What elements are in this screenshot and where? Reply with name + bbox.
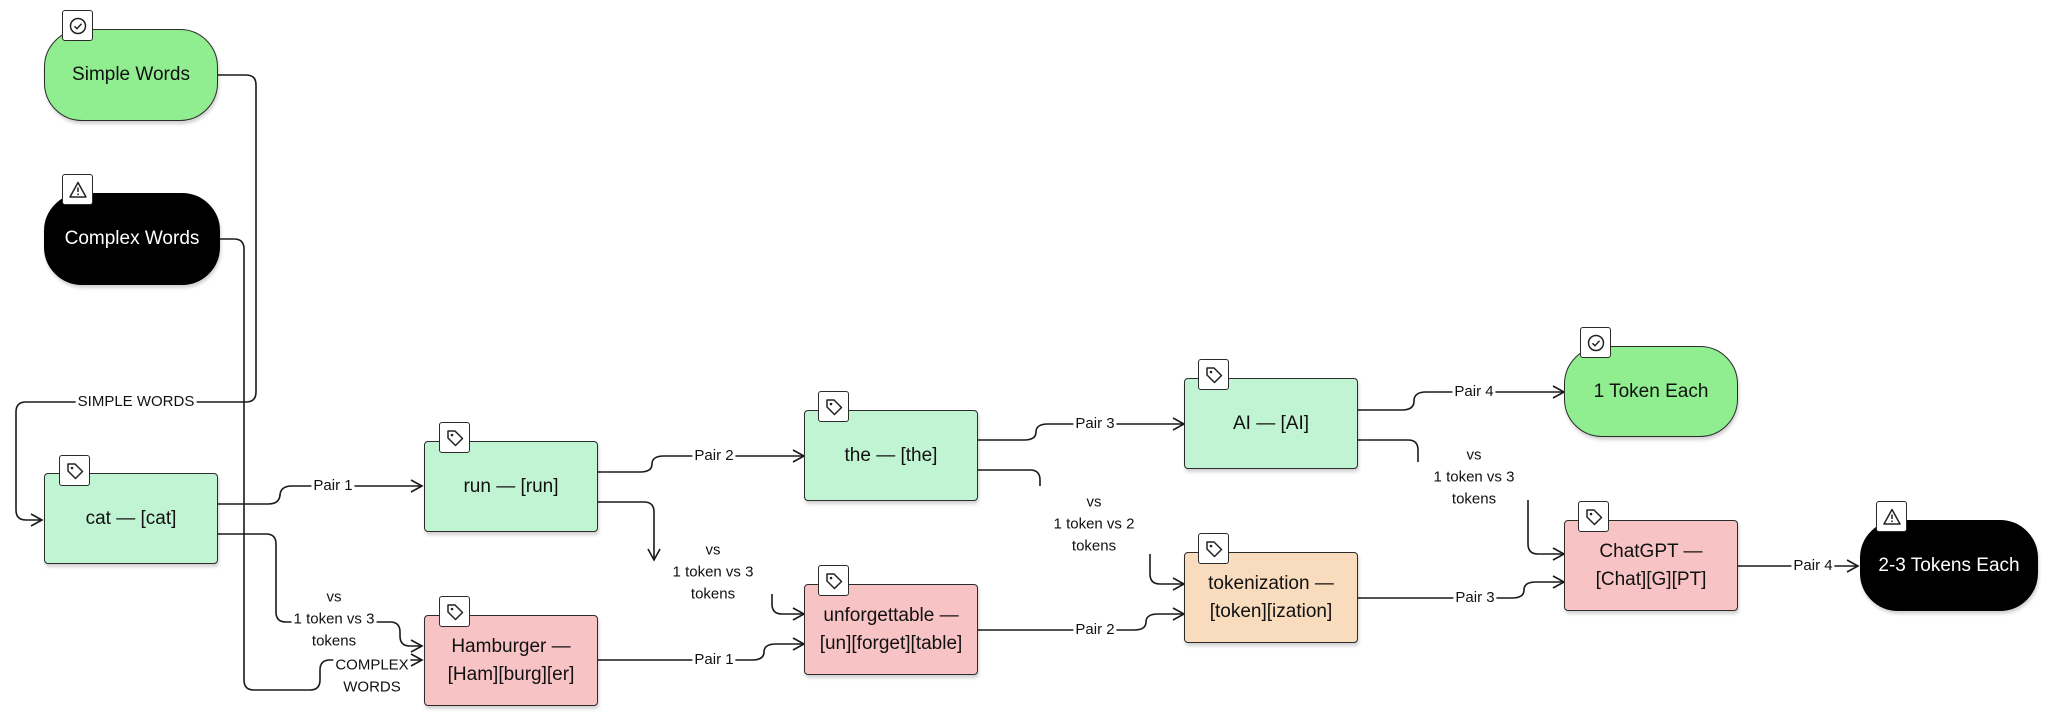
node-one-token-each[interactable]: 1 Token Each — [1564, 346, 1738, 437]
edge-label-simple-words: SIMPLE WORDS — [75, 391, 197, 413]
tag-icon — [439, 596, 470, 627]
tag-icon — [439, 422, 470, 453]
node-hamburger[interactable]: Hamburger — [Ham][burg][er] — [424, 615, 598, 706]
node-tokenization[interactable]: tokenization — [token][ization] — [1184, 552, 1358, 643]
edge-label-pair1-bottom: Pair 1 — [692, 649, 736, 671]
tag-icon — [59, 455, 90, 486]
edge-hamburger-to-unforgettable — [598, 637, 806, 661]
node-label: unforgettable — [un][forget][table] — [819, 604, 963, 654]
edge-label-vs-cat: vs 1 token vs 3 tokens — [291, 586, 377, 652]
edge-complex-to-hamburger — [220, 238, 424, 691]
edge-the-to-tokenization — [978, 469, 1041, 486]
node-label: Complex Words — [64, 228, 200, 250]
warning-triangle-icon — [1876, 501, 1907, 532]
check-circle-icon — [62, 10, 93, 41]
edge-cat-to-run — [218, 479, 424, 505]
tag-icon — [1578, 501, 1609, 532]
tag-icon — [818, 565, 849, 596]
edge-label-vs-ai: vs 1 token vs 3 tokens — [1431, 444, 1517, 510]
node-chatgpt[interactable]: ChatGPT — [Chat][G][PT] — [1564, 520, 1738, 611]
edge-the-to-tokenization-b — [1149, 554, 1186, 591]
warning-triangle-icon — [62, 174, 93, 205]
node-two-three-tokens-each[interactable]: 2-3 Tokens Each — [1860, 520, 2038, 611]
node-run[interactable]: run — [run] — [424, 441, 598, 532]
node-the[interactable]: the — [the] — [804, 410, 978, 501]
node-label: cat — [cat] — [85, 507, 177, 529]
node-simple-words[interactable]: Simple Words — [44, 29, 218, 121]
edge-simple-to-cat — [15, 74, 257, 527]
node-ai[interactable]: AI — [AI] — [1184, 378, 1358, 469]
edge-the-to-ai — [978, 417, 1186, 441]
node-label: the — [the] — [844, 444, 938, 466]
node-cat[interactable]: cat — [cat] — [44, 473, 218, 564]
edge-run-to-unforgettable — [598, 501, 661, 562]
edge-ai-to-one-token — [1358, 385, 1566, 411]
edge-label-pair4-bottom: Pair 4 — [1791, 555, 1835, 577]
edge-label-pair4-top: Pair 4 — [1452, 381, 1496, 403]
tag-icon — [1198, 359, 1229, 390]
edge-label-pair3-top: Pair 3 — [1073, 413, 1117, 435]
edge-label-pair2-bottom: Pair 2 — [1073, 619, 1117, 641]
edge-run-to-the — [598, 449, 806, 473]
node-label: 1 Token Each — [1593, 380, 1709, 402]
tag-icon — [1198, 533, 1229, 564]
tag-icon — [818, 391, 849, 422]
edge-tokenization-to-chatgpt — [1358, 575, 1566, 599]
check-circle-icon — [1580, 327, 1611, 358]
edge-ai-to-chatgpt — [1358, 439, 1419, 462]
node-label: run — [run] — [463, 475, 559, 497]
edge-label-vs-the: vs 1 token vs 2 tokens — [1051, 491, 1137, 557]
node-label: Hamburger — [Ham][burg][er] — [447, 635, 575, 685]
edge-unforgettable-to-tokenization — [978, 607, 1186, 631]
edge-label-vs-run: vs 1 token vs 3 tokens — [670, 539, 756, 605]
edge-label-pair1-top: Pair 1 — [311, 475, 355, 497]
node-label: tokenization — [token][ization] — [1208, 572, 1334, 622]
edge-ai-to-chatgpt-b — [1527, 500, 1566, 561]
node-unforgettable[interactable]: unforgettable — [un][forget][table] — [804, 584, 978, 675]
node-complex-words[interactable]: Complex Words — [44, 193, 220, 285]
node-label: Simple Words — [72, 64, 190, 86]
edge-label-pair2-top: Pair 2 — [692, 445, 736, 467]
node-label: 2-3 Tokens Each — [1878, 554, 2020, 576]
node-label: AI — [AI] — [1232, 412, 1310, 434]
edge-label-complex-words: COMPLEX WORDS — [333, 654, 411, 698]
edge-label-pair3-bottom: Pair 3 — [1453, 587, 1497, 609]
node-label: ChatGPT — [Chat][G][PT] — [1595, 540, 1707, 590]
edge-run-to-unforgettable-b — [771, 594, 806, 621]
